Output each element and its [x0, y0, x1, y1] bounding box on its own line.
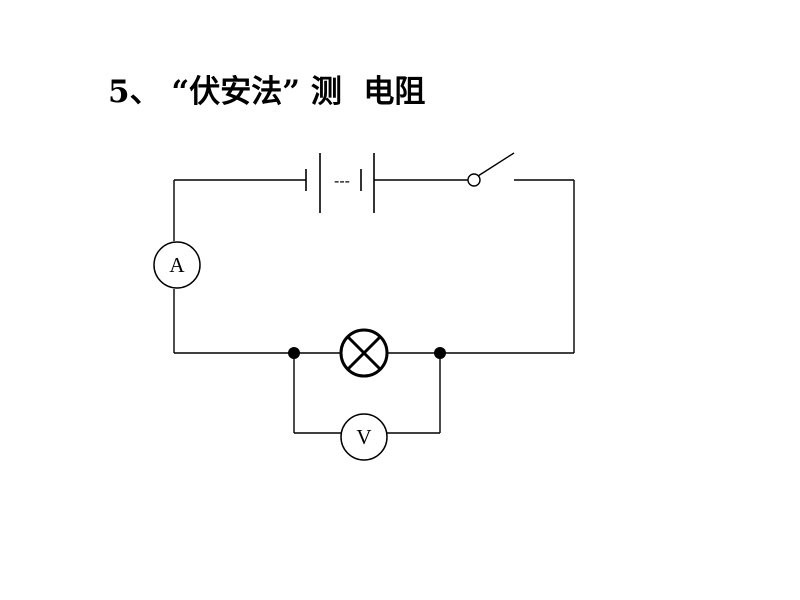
lamp: [339, 328, 389, 378]
battery-dashes: ---: [334, 173, 350, 190]
ammeter: A: [153, 241, 201, 289]
voltmeter-circle: [340, 413, 388, 461]
page-title: 5、 “伏安法” 测 电阻: [108, 74, 426, 110]
voltmeter-label: V: [356, 425, 371, 449]
switch: [467, 152, 515, 187]
battery: ---: [305, 153, 375, 213]
ammeter-circle: [153, 241, 201, 289]
switch-pivot: [467, 173, 481, 187]
switch-blade: [477, 152, 515, 177]
voltmeter: V: [340, 413, 388, 461]
lamp-cross-b: [346, 335, 382, 371]
ammeter-label: A: [169, 253, 185, 277]
